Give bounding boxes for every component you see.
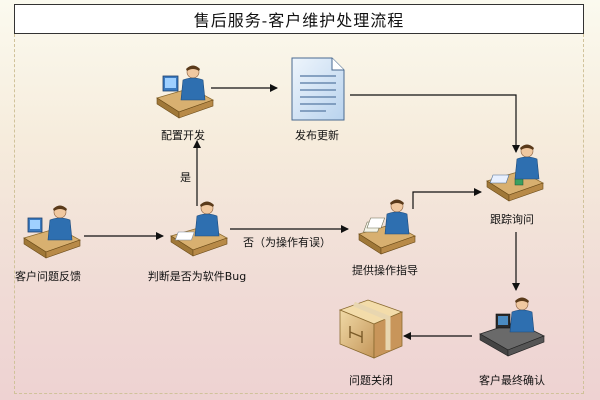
node-label-judge: 判断是否为软件Bug xyxy=(147,270,247,283)
node-label-track: 跟踪询问 xyxy=(490,213,534,226)
person-at-desk-icon xyxy=(486,144,544,202)
page-guide-frame xyxy=(14,34,584,394)
edge-label-no: 否（为操作有误） xyxy=(243,236,331,249)
person-at-workstation-icon xyxy=(479,297,545,357)
arrows-group xyxy=(84,84,520,340)
page-title: 售后服务-客户维护处理流程 xyxy=(193,11,405,30)
person-at-desk-icon xyxy=(170,201,228,257)
title-bar: 售后服务-客户维护处理流程 xyxy=(14,4,584,34)
person-with-papers-icon xyxy=(358,199,416,255)
node-label-release: 发布更新 xyxy=(295,129,339,142)
person-at-computer-icon xyxy=(23,205,81,259)
node-label-config: 配置开发 xyxy=(161,129,205,142)
arrow-guide-to-track xyxy=(412,188,482,209)
node-label-feedback: 客户问题反馈 xyxy=(15,270,81,283)
edge-label-yes: 是 xyxy=(180,171,191,184)
arrow-release-to-track xyxy=(350,94,520,153)
node-label-confirm: 客户最终确认 xyxy=(479,374,545,387)
node-label-close: 问题关闭 xyxy=(349,374,393,387)
document-icon xyxy=(291,57,345,121)
node-label-guide: 提供操作指导 xyxy=(352,264,418,277)
package-box-icon xyxy=(338,299,404,359)
person-at-computer-icon xyxy=(156,65,214,119)
